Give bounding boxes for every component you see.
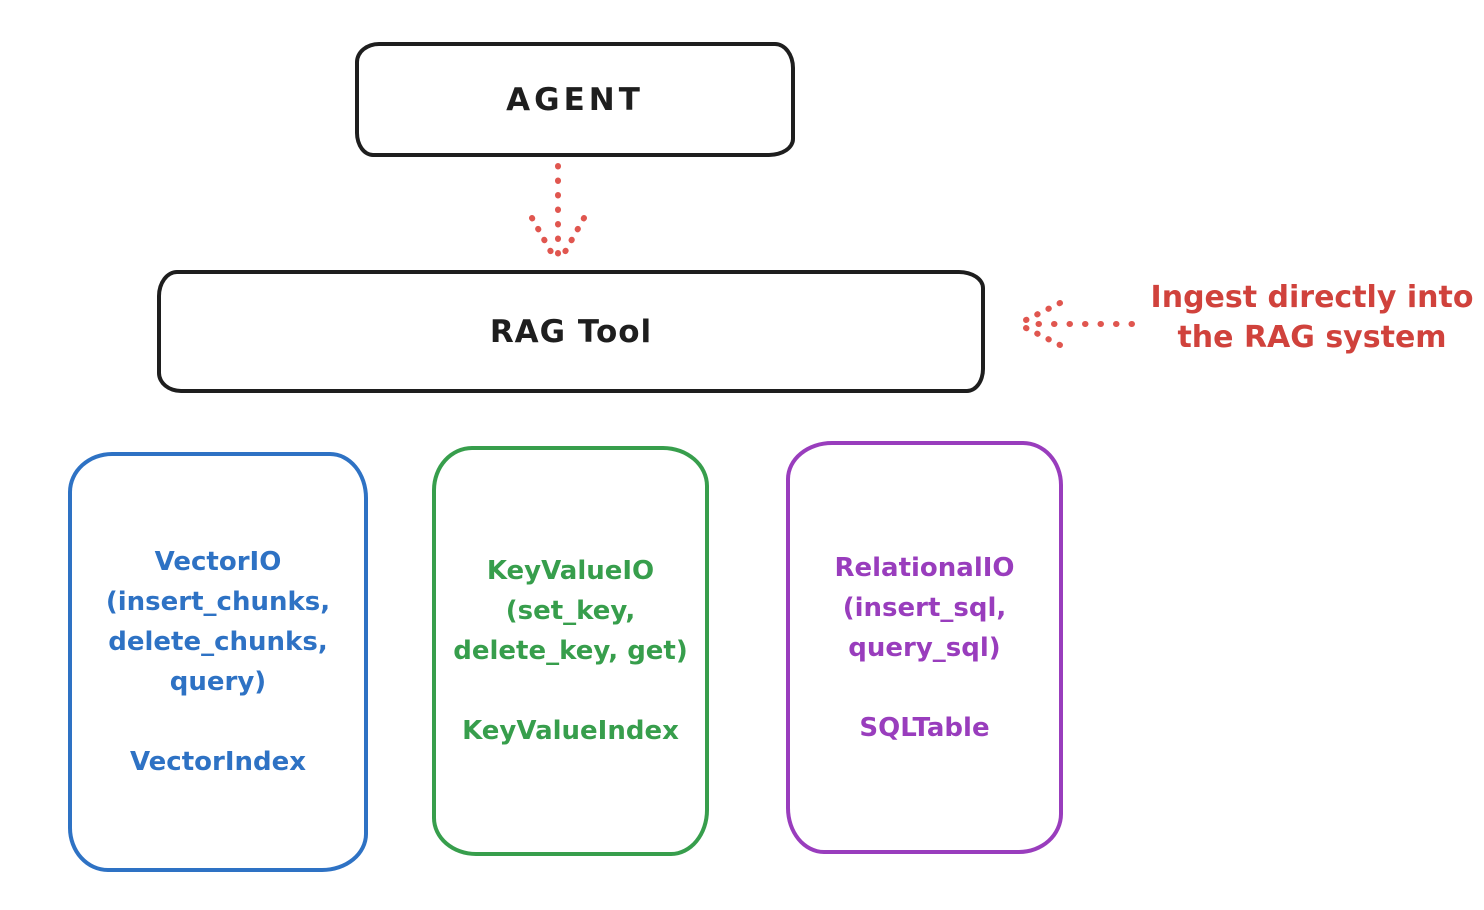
rag-tool-box: RAG Tool <box>157 270 985 393</box>
rag-tool-label: RAG Tool <box>489 313 653 350</box>
keyvalue-index-label: KeyValueIndex <box>462 716 679 746</box>
dotted-arrow-down-icon <box>529 163 587 262</box>
backend-box-relational-io: RelationalIO (insert_sql, query_sql) SQL… <box>786 441 1063 854</box>
backend-box-keyvalue-io: KeyValueIO (set_key, delete_key, get) Ke… <box>432 446 709 856</box>
vector-index-label: VectorIndex <box>129 747 307 777</box>
sql-table-label: SQLTable <box>859 712 990 743</box>
annotation-ingest-note: Ingest directly into the RAG system <box>1150 280 1474 355</box>
agent-box: AGENT <box>355 42 795 157</box>
backend-box-vector-io: VectorIO (insert_chunks, delete_chunks, … <box>68 452 368 872</box>
keyvalue-io-title: KeyValueIO (set_key, delete_key, get) <box>453 556 688 666</box>
vector-io-title: VectorIO (insert_chunks, delete_chunks, … <box>105 547 331 697</box>
dotted-arrow-left-icon <box>1019 300 1135 348</box>
relational-io-title: RelationalIO (insert_sql, query_sql) <box>834 552 1015 663</box>
agent-label: AGENT <box>506 81 644 118</box>
